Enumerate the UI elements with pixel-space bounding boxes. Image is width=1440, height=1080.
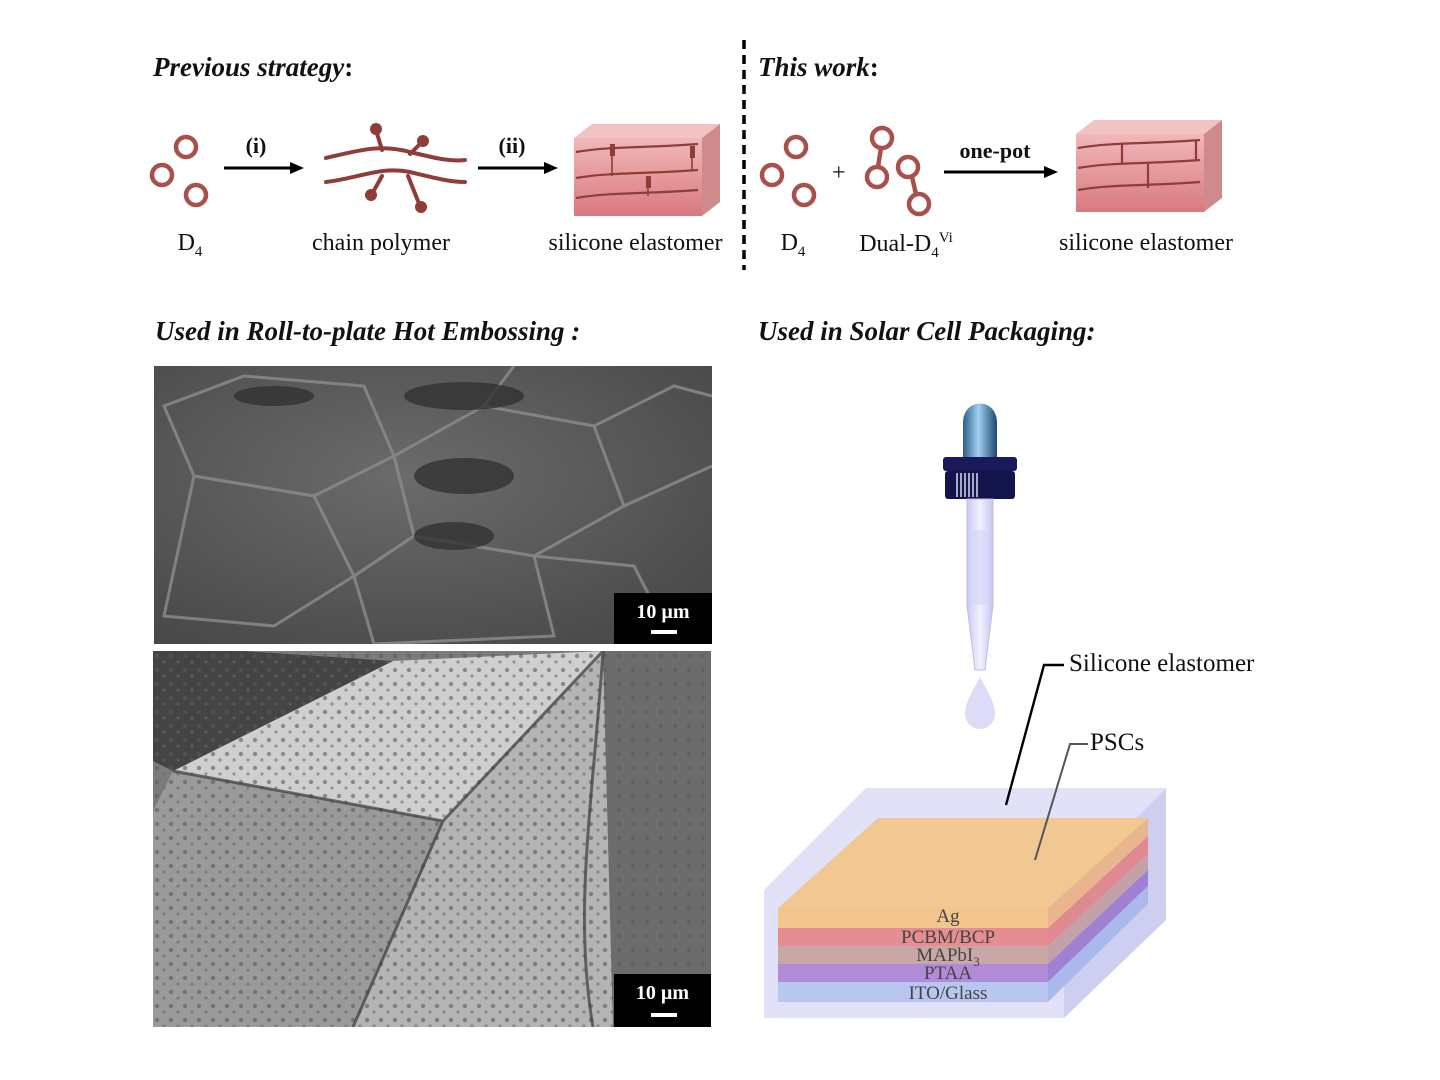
roll-to-plate-heading: Used in Roll-to-plate Hot Embossing : — [155, 316, 581, 346]
d4-label-left: D4 — [160, 230, 220, 261]
layer-ito-glass: ITO/Glass — [908, 983, 988, 1004]
dropper-icon — [943, 403, 1017, 729]
d4-label-right: D4 — [763, 230, 823, 261]
layer-pcbm-bcp: PCBM/BCP — [901, 927, 995, 948]
d4-subscript: 4 — [194, 243, 203, 260]
scale-bar-top: 10 µm — [614, 593, 712, 644]
scale-bar-top-text: 10 µm — [636, 601, 690, 623]
step-ii-label: (ii) — [498, 133, 526, 158]
solar-cell-heading: Used in Solar Cell Packaging: — [758, 316, 1096, 346]
plus-sign: + — [832, 160, 846, 186]
dual-superscript: Vi — [938, 230, 953, 246]
arrow-ii — [478, 162, 558, 174]
silicone-elastomer-block-this-work — [1076, 120, 1222, 212]
previous-strategy-heading: Previous strategy: — [153, 52, 353, 83]
silicone-elastomer-label-previous: silicone elastomer — [548, 230, 723, 256]
colon: : — [344, 52, 354, 82]
d4-monomer-rings — [149, 134, 209, 208]
solar-cell-stack — [764, 788, 1166, 1018]
step-i-label: (i) — [245, 133, 267, 158]
this-work-text: This work — [758, 52, 870, 82]
callout-lines — [1004, 663, 1088, 861]
colon-2: : — [869, 52, 879, 82]
d4-subscript-right: 4 — [797, 243, 806, 260]
sem-image-pyramids: 10 µm — [153, 651, 711, 1027]
previous-strategy-text: Previous strategy — [153, 52, 345, 82]
dual-d4vi-label: Dual-D4Vi — [836, 230, 976, 262]
d4-text: D — [177, 230, 195, 256]
scale-bar-top-line — [651, 630, 677, 634]
arrow-i — [224, 162, 304, 174]
scale-bar-bottom: 10 µm — [614, 974, 711, 1027]
arrow-one-pot — [944, 166, 1058, 178]
callout-pscs: PSCs — [1090, 729, 1145, 756]
layer-mapbi-sub: 3 — [973, 953, 980, 969]
silicone-elastomer-block-previous — [574, 124, 720, 216]
scale-bar-bottom-text: 10 µm — [635, 982, 690, 1004]
d4-monomer-rings-right — [759, 134, 817, 208]
one-pot-label: one-pot — [959, 138, 1031, 163]
layer-ptaa: PTAA — [923, 963, 973, 984]
chain-polymer-label: chain polymer — [312, 230, 450, 256]
dashed-divider — [742, 40, 746, 270]
dual-subscript: 4 — [931, 244, 939, 261]
dual-text: Dual-D — [859, 231, 932, 257]
d4-text-right: D — [780, 230, 798, 256]
this-work-heading: This work: — [758, 52, 879, 83]
layer-mapbi3: MAPbI3 — [878, 945, 1018, 970]
layer-mapbi-text: MAPbI — [916, 945, 974, 966]
sem-image-hexagons: 10 µm — [154, 366, 712, 644]
callout-silicone-elastomer: Silicone elastomer — [1069, 650, 1255, 677]
scale-bar-bottom-line — [651, 1013, 677, 1017]
dual-d4vi-rings — [864, 125, 932, 217]
layer-ag: Ag — [936, 906, 960, 927]
silicone-elastomer-label-this-work: silicone elastomer — [1059, 230, 1233, 256]
chain-polymer-graphic — [324, 123, 467, 213]
